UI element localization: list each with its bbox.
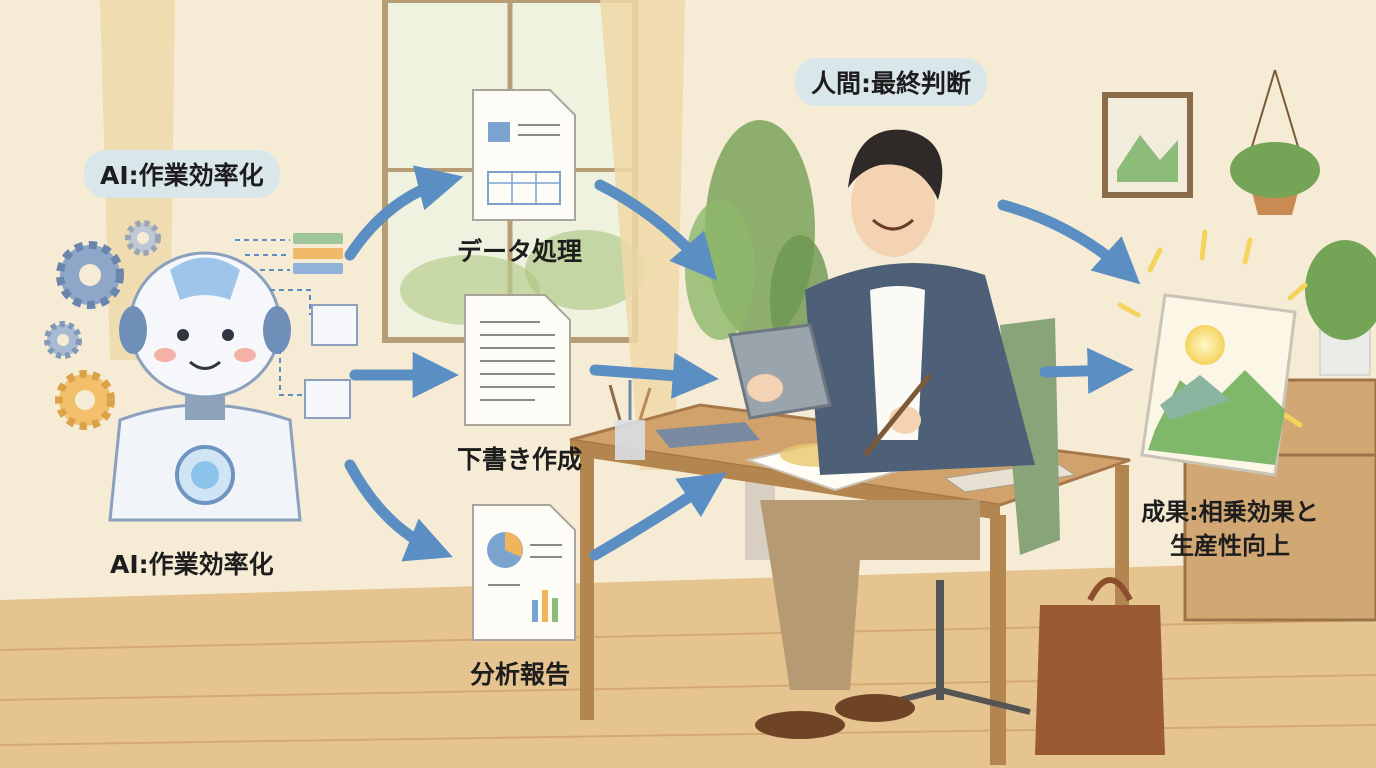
- arrow-data-to-human: [594, 179, 718, 281]
- task-data-label: データ処理: [457, 237, 583, 266]
- document-chart-icon: [472, 504, 576, 641]
- human-badge: 人間:最終判断: [795, 58, 987, 106]
- hanging-plant: [1230, 69, 1320, 215]
- document-text-icon: [464, 294, 571, 426]
- checklist-icon: [235, 239, 311, 396]
- person: [728, 129, 1035, 739]
- arrow-human-to-result-top: [997, 199, 1141, 285]
- arrow-draft-to-human: [589, 352, 719, 399]
- glow-rays: [1117, 229, 1308, 428]
- ai-badge: AI:作業効率化: [84, 150, 280, 198]
- gear-icon: [56, 241, 124, 309]
- gear-icon: [44, 321, 82, 359]
- wall-frame: [1102, 92, 1193, 198]
- curtain-right: [600, 0, 685, 470]
- result-painting: [1117, 229, 1308, 477]
- task-draft-label: 下書き作成: [457, 445, 583, 474]
- ai-caption: AI:作業効率化: [110, 550, 274, 579]
- floor: [0, 560, 1376, 768]
- flow-arrows: [344, 165, 1141, 562]
- document-table-icon: [472, 89, 576, 221]
- pencil-cup: [608, 380, 652, 460]
- result-line2: 生産性向上: [1170, 532, 1290, 560]
- arrow-report-to-human: [589, 472, 727, 561]
- arrow-ai-to-report: [344, 459, 453, 562]
- robot: [108, 251, 302, 522]
- task-report-label: 分析報告: [470, 660, 571, 689]
- briefcase: [1035, 577, 1165, 755]
- result-line1: 成果:相乗効果と: [1141, 498, 1319, 526]
- arrow-human-to-result: [1039, 347, 1134, 394]
- checklist-icon: [293, 233, 358, 419]
- small-tablet: [655, 422, 760, 448]
- arrow-ai-to-data: [344, 165, 464, 261]
- gear-icon: [125, 220, 161, 256]
- gear-icon: [55, 370, 115, 430]
- result-caption: 成果:相乗効果と 生産性向上: [1140, 495, 1320, 563]
